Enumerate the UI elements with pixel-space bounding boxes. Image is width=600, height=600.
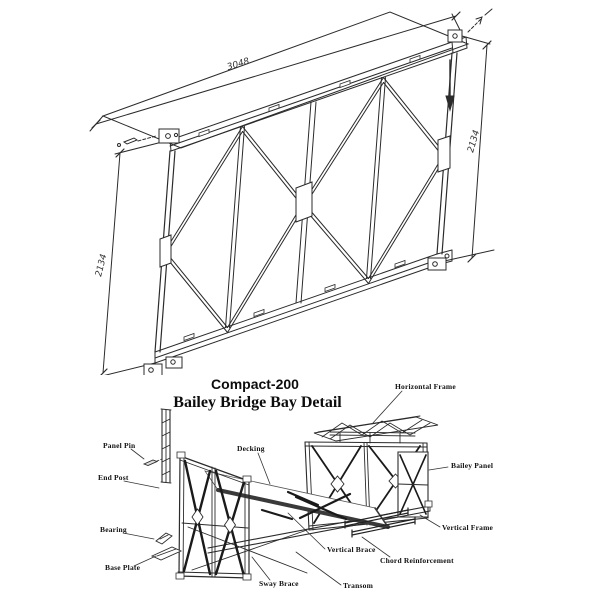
- label-bearing: Bearing: [100, 525, 127, 534]
- label-vertical-frame: Vertical Frame: [442, 523, 494, 532]
- label-end-post: End Post: [98, 473, 129, 482]
- leader-lines: [123, 391, 448, 585]
- dimension-height-right: [440, 36, 494, 262]
- top-plane: [103, 12, 468, 148]
- chord-reinforcement-part: [345, 508, 415, 537]
- drawing-subtitle: Bailey Bridge Bay Detail: [173, 394, 342, 411]
- panel-isometric-drawing: 3048 2134 2134: [0, 0, 600, 375]
- panel-pin-lug-detail: [117, 129, 180, 147]
- label-decking: Decking: [237, 444, 265, 453]
- label-bailey-panel: Bailey Panel: [451, 461, 494, 470]
- chord-clips: [184, 56, 420, 341]
- model-title: Compact-200: [211, 376, 299, 392]
- label-base-plate: Base Plate: [105, 563, 141, 572]
- label-transom: Transom: [343, 581, 374, 590]
- label-panel-pin: Panel Pin: [103, 441, 136, 450]
- vertical-frame-part: [398, 452, 428, 517]
- label-sway-brace: Sway Brace: [259, 579, 299, 588]
- top-right-lug-detail: [448, 30, 462, 42]
- vertical-brace-part: [262, 492, 350, 519]
- decking-part: [205, 471, 388, 527]
- diagonal-braces-bay2: [304, 78, 445, 284]
- end-post-part: [161, 409, 171, 483]
- label-vertical-brace: Vertical Brace: [327, 545, 376, 554]
- label-chord-reinforcement: Chord Reinforcement: [380, 556, 454, 565]
- base-plate-part: [152, 547, 181, 560]
- near-bailey-panel-part: [176, 452, 251, 580]
- dim-height-left-text: 2134: [94, 253, 109, 278]
- bearing-part: [156, 533, 172, 544]
- bay-exploded-view: [0, 375, 600, 600]
- label-horizontal-frame: Horizontal Frame: [395, 382, 456, 391]
- gusset-plates: [160, 136, 450, 267]
- diagonal-braces-bay1: [165, 127, 304, 333]
- pin-direction-arrow-icon: [468, 9, 492, 32]
- panel-pin-part: [144, 459, 162, 466]
- bearing-shoe-details: [144, 253, 450, 375]
